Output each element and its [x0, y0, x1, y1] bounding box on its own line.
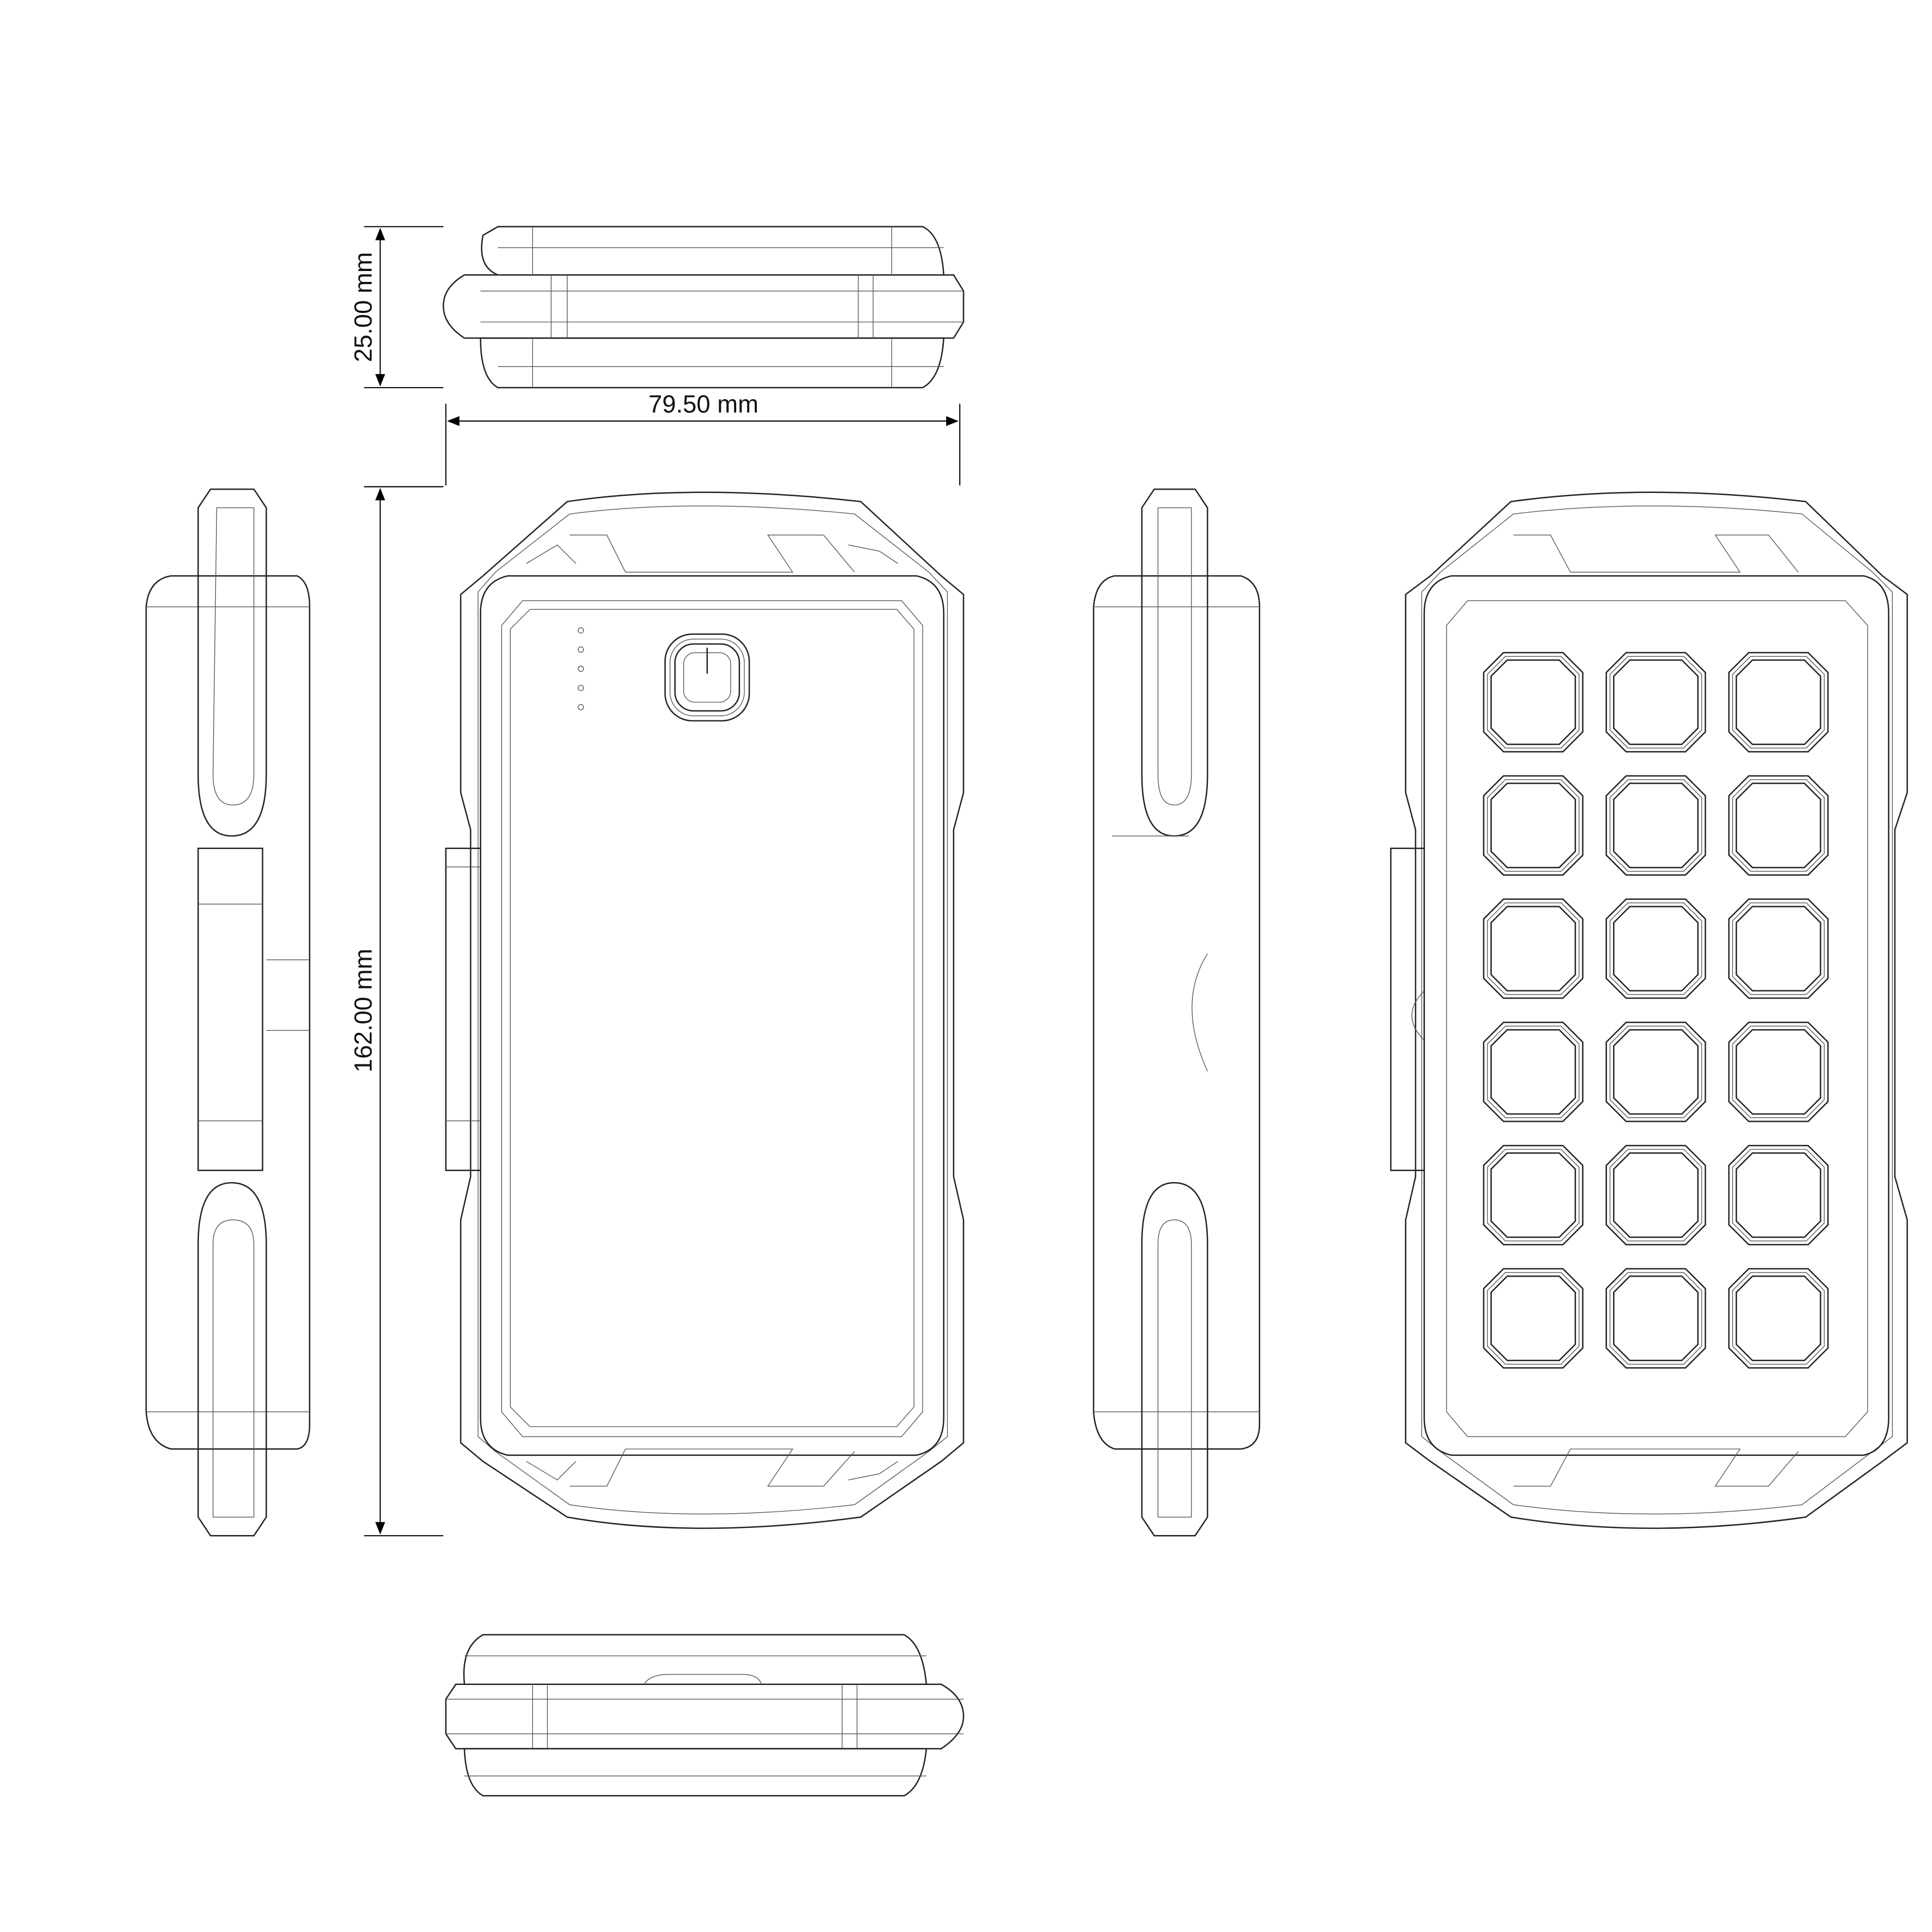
top-view: [442, 226, 965, 389]
solar-cell: [1483, 1268, 1584, 1369]
solar-cell: [1728, 775, 1829, 876]
solar-panel-grid: [1483, 652, 1829, 1369]
solar-cell: [1728, 898, 1829, 999]
solar-cell: [1605, 652, 1706, 753]
solar-cell: [1605, 1021, 1706, 1122]
back-view: [1390, 491, 1908, 1529]
solar-cell: [1605, 1145, 1706, 1245]
led-indicator-icon: [577, 646, 584, 653]
front-view: [445, 491, 965, 1529]
dimension-width: 79.50 mm: [445, 390, 961, 486]
solar-cell: [1483, 1145, 1584, 1245]
led-indicators: [577, 627, 584, 711]
width-label: 79.50 mm: [648, 390, 759, 418]
led-indicator-icon: [577, 704, 584, 711]
solar-cell: [1728, 1021, 1829, 1122]
solar-cell: [1605, 1268, 1706, 1369]
led-indicator-icon: [577, 627, 584, 634]
dimension-thickness: 25.00 mm: [349, 226, 444, 388]
solar-cell: [1728, 1268, 1829, 1369]
solar-cell: [1483, 652, 1584, 753]
power-button[interactable]: [664, 633, 750, 722]
height-label: 162.00 mm: [349, 949, 377, 1073]
dimension-height: 162.00 mm: [349, 486, 444, 1537]
solar-cell: [1605, 898, 1706, 999]
left-side-view: [145, 488, 311, 1537]
solar-cell: [1728, 652, 1829, 753]
led-indicator-icon: [577, 665, 584, 672]
right-side-view: [1093, 488, 1261, 1537]
solar-cell: [1483, 775, 1584, 876]
led-indicator-icon: [577, 684, 584, 691]
solar-cell: [1728, 1145, 1829, 1245]
thickness-label: 25.00 mm: [349, 252, 377, 362]
solar-cell: [1605, 775, 1706, 876]
solar-cell: [1483, 1021, 1584, 1122]
solar-cell: [1483, 898, 1584, 999]
bottom-view: [445, 1634, 965, 1797]
